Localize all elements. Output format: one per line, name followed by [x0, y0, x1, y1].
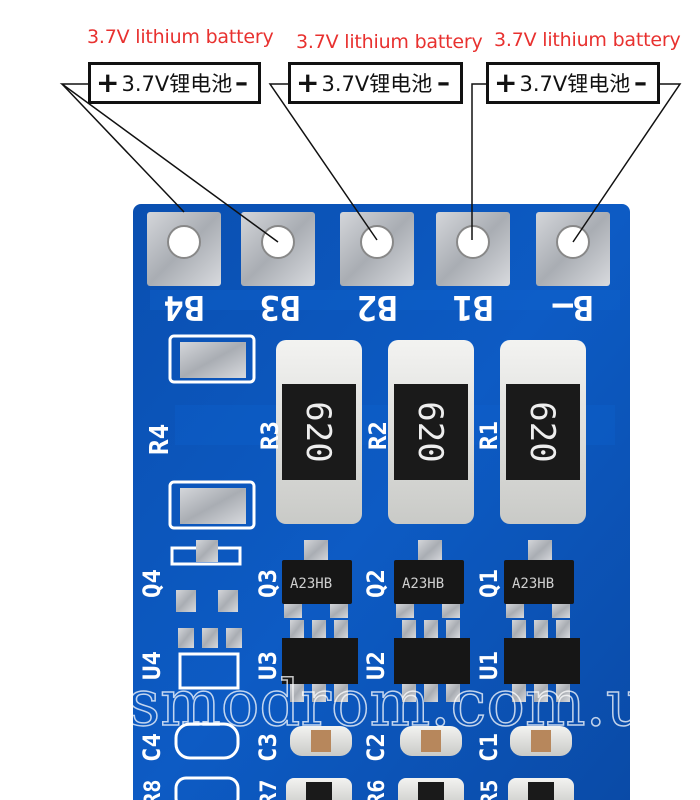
silk-label: 620 — [522, 401, 562, 462]
battery-caption: 3.7V lithium battery — [87, 26, 274, 48]
mosfet-ref: Q1 — [475, 569, 503, 598]
ic-u2 — [394, 620, 470, 702]
bottom-ref: R6 — [365, 780, 390, 800]
capacitors — [174, 722, 572, 760]
pad-label: B2 — [357, 287, 398, 327]
silk-label: A23HB — [290, 576, 332, 592]
cap-ref: C3 — [254, 733, 282, 762]
silk-label: 620 — [410, 401, 450, 462]
bottom-resistors — [174, 776, 574, 800]
plus-sign: + — [296, 66, 320, 99]
ic-ref: U2 — [362, 651, 390, 680]
battery-caption: 3.7V lithium battery — [494, 29, 681, 51]
ic-ref: U1 — [475, 651, 503, 680]
resistor-r2: 620 — [388, 340, 474, 524]
cap-ref: C1 — [475, 733, 503, 762]
bottom-ref: R7 — [257, 780, 282, 800]
plus-sign: + — [494, 66, 518, 99]
r4-label: R4 — [145, 424, 175, 455]
minus-sign: – — [634, 68, 647, 98]
ic-u1 — [504, 620, 580, 702]
pad-bneg — [536, 212, 610, 286]
pad-label: B1 — [453, 287, 494, 327]
silk-label: 620 — [298, 401, 338, 462]
battery-caption: 3.7V lithium battery — [296, 31, 483, 53]
plus-sign: + — [96, 66, 120, 99]
bottom-ref: R8 — [141, 780, 166, 800]
cap-ref: C4 — [138, 733, 166, 762]
pad-label: B3 — [260, 287, 301, 327]
pad-b1 — [436, 212, 510, 286]
battery-label: 3.7V锂电池 — [321, 72, 433, 96]
ic-ref: U4 — [138, 651, 166, 680]
battery-label-box: + 3.7V锂电池 – — [88, 62, 261, 104]
board-trace — [150, 290, 620, 310]
pointer-lines — [59, 83, 682, 243]
battery-label-box: + 3.7V锂电池 – — [486, 62, 660, 104]
resistor-r1: 620 — [500, 340, 586, 524]
resistor-ref: R3 — [256, 421, 284, 450]
mosfet-ref: Q3 — [254, 569, 282, 598]
ic-u3 — [282, 620, 358, 702]
mosfet-ref: Q2 — [362, 569, 390, 598]
r4-footprint — [168, 334, 256, 530]
ic-u4 — [178, 628, 242, 690]
pad-b4 — [147, 212, 221, 286]
minus-sign: – — [437, 68, 450, 98]
pad-label: B– — [552, 287, 593, 327]
bottom-ref: R5 — [478, 780, 503, 800]
silk-label: A23HB — [512, 576, 554, 592]
resistor-r3: 620 — [276, 340, 362, 524]
silk-label: A23HB — [402, 576, 444, 592]
battery-label: 3.7V锂电池 — [121, 72, 233, 96]
resistor-ref: R1 — [475, 421, 503, 450]
battery-pads — [147, 212, 610, 286]
watermark: kosmodrom.com.ua — [50, 667, 685, 741]
resistor-ref: R2 — [364, 421, 392, 450]
mosfet-q4 — [170, 540, 242, 612]
pad-b2 — [340, 212, 414, 286]
mosfet-q3: A23HB — [282, 540, 352, 618]
minus-sign: – — [235, 68, 248, 98]
mosfet-q2: A23HB — [394, 540, 464, 618]
mosfet-q1: A23HB — [504, 540, 574, 618]
cap-ref: C2 — [362, 733, 390, 762]
battery-label-box: + 3.7V锂电池 – — [288, 62, 463, 104]
mosfet-ref: Q4 — [138, 569, 166, 598]
ic-ref: U3 — [254, 651, 282, 680]
pad-label: B4 — [164, 287, 205, 327]
battery-label: 3.7V锂电池 — [519, 72, 631, 96]
